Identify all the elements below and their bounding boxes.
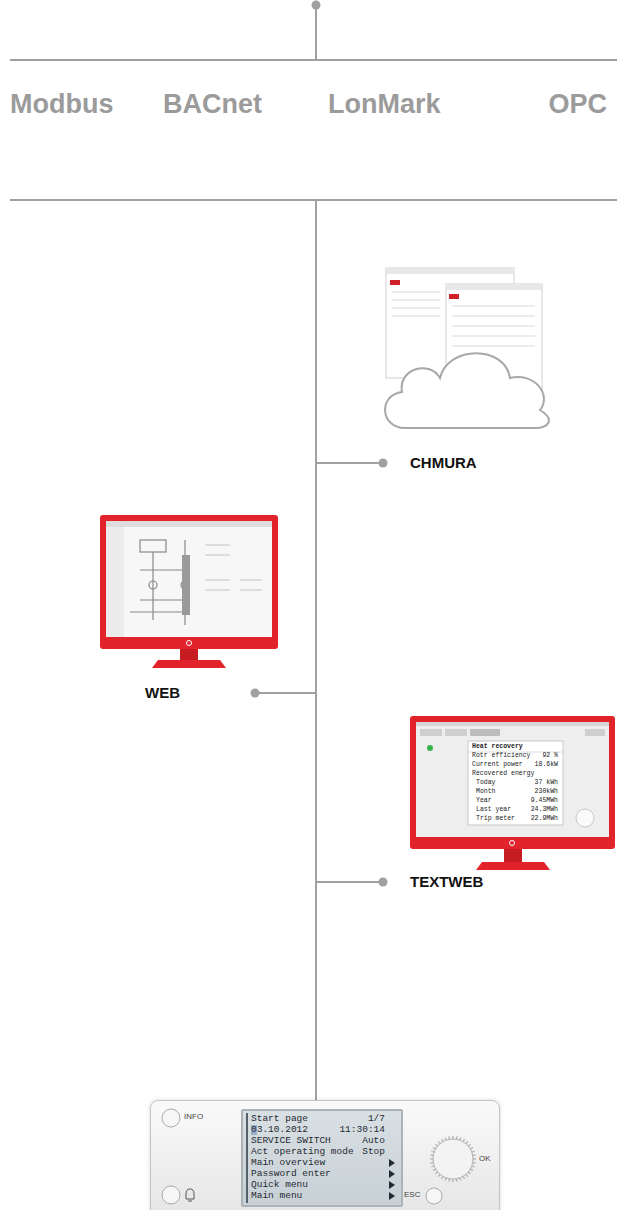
rotary-knob	[430, 1136, 476, 1182]
screen-text: Month	[476, 788, 496, 795]
screen-text: Current power	[472, 761, 523, 768]
channel-label: WEB	[145, 685, 180, 702]
screen-text: 92 %	[542, 752, 558, 759]
screen-text: Heat recovery	[472, 743, 523, 750]
screen-text: Password enter	[251, 1169, 331, 1179]
controller-panel: INFO ESC OK Start page 1/7 03.10.2012 11:30:14…	[150, 1100, 500, 1210]
screen-text: 1/7	[368, 1114, 385, 1124]
screen-text: Main overview	[251, 1158, 325, 1168]
screen-text: Stop	[362, 1147, 385, 1157]
screen-text: Year	[476, 797, 492, 804]
screen-text: Rotr efficiency	[472, 752, 531, 759]
screen-text: Act operating mode	[251, 1147, 354, 1157]
monitor-icon	[100, 515, 278, 668]
screen-text: 22.9MWh	[531, 815, 558, 822]
button-label: OK	[479, 1155, 491, 1164]
bus-line	[10, 5, 617, 1104]
screen-text: 03.10.2012	[251, 1125, 308, 1135]
channel-label: CHMURA	[410, 455, 477, 472]
screen-text: 11:30:14	[339, 1125, 385, 1135]
screen-text: Today	[476, 779, 496, 786]
button-label: INFO	[184, 1113, 203, 1122]
button-label: ESC	[404, 1191, 420, 1200]
screen-text: Recovered energy	[472, 770, 534, 777]
screen-text: 24.3MWh	[531, 806, 558, 813]
protocol-name: BACnet	[163, 90, 262, 120]
protocol-name: LonMark	[328, 90, 441, 120]
protocol-name: OPC	[548, 90, 607, 120]
screen-text: Last year	[476, 806, 511, 813]
screen-text: Auto	[362, 1136, 385, 1146]
protocol-name: Modbus	[10, 90, 113, 120]
junction-dot	[251, 1, 388, 887]
screen-text: 37 kWh	[535, 779, 558, 786]
monitor-icon	[410, 716, 615, 870]
screen-text: 9.45MWh	[531, 797, 558, 804]
channel-label: TEXTWEB	[410, 874, 483, 891]
screen-text: Quick menu	[251, 1180, 308, 1190]
screen-text: 230kWh	[535, 788, 558, 795]
screen-text: Main menu	[251, 1191, 302, 1201]
screen-text: SERVICE SWITCH	[251, 1136, 331, 1146]
screen-text: Trip meter	[476, 815, 515, 822]
display-screen: Start page 1/7 03.10.2012 11:30:14SERVICE S…	[241, 1109, 403, 1207]
screen-text: 18.6kW	[535, 761, 558, 768]
screen-text: Start page	[251, 1114, 308, 1124]
cloud-icon	[385, 268, 549, 428]
